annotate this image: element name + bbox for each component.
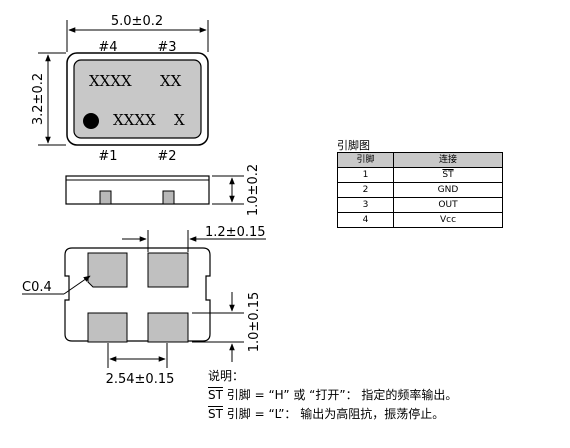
side-view: 1.0±0.2 — [65, 164, 261, 216]
side-height-dim-label: 1.0±0.2 — [246, 164, 261, 216]
st-signal-text: ST — [442, 169, 454, 180]
pin-label-1: #1 — [98, 149, 117, 164]
side-body — [65, 175, 210, 205]
pin-number-cell: 4 — [337, 212, 394, 228]
pin-table-title: 引脚图 — [337, 139, 370, 152]
notes-block: 说明： ST 引脚 = “H” 或 “打开”： 指定的频率输出。 ST 引脚 =… — [208, 367, 457, 424]
pin-table-header-pin: 引脚 — [337, 152, 394, 168]
pin-label-4: #4 — [98, 40, 117, 55]
note-line-2: ST 引脚 = “L”： 输出为高阻抗，振荡停止。 — [208, 405, 457, 424]
width-dim-label: 5.0±0.2 — [111, 14, 163, 29]
note-line-1-text: 引脚 = “H” 或 “打开”： 指定的频率输出。 — [222, 388, 458, 402]
marking-line1-right: XX — [160, 72, 182, 90]
pin-table-header-row: 引脚 连接 — [337, 152, 503, 168]
table-row: 2 GND — [337, 182, 503, 198]
marking-line1-left: XXXX — [89, 72, 132, 90]
pin-number-cell: 2 — [337, 182, 394, 198]
side-pad-left — [99, 190, 112, 205]
pin1-dot-marker — [83, 113, 99, 129]
table-row: 3 OUT — [337, 197, 503, 213]
pin-label-2: #2 — [157, 149, 176, 164]
bottom-pad-bottom-left — [87, 312, 128, 343]
bottom-view: 1.2±0.15 C0.4 1.0±0.15 2.54±0.15 — [22, 225, 266, 387]
chamfer-leader-arrow — [63, 275, 91, 295]
note-line-2-prefix: ST — [208, 407, 223, 421]
note-line-1-prefix: ST — [208, 388, 223, 402]
pin-number-cell: 3 — [337, 197, 394, 213]
bottom-pad-top-right — [147, 252, 189, 288]
pad-width-dim-label: 1.2±0.15 — [205, 225, 266, 240]
top-view: 5.0±0.2 3.2±0.2 #4 #3 #1 #2 XXXX XX XXXX… — [31, 14, 209, 164]
table-row: 1 ST — [337, 167, 503, 183]
marking-line2-left: XXXX — [113, 111, 156, 129]
pitch-dim-label: 2.54±0.15 — [106, 372, 175, 387]
marking-line2-right: X — [174, 111, 185, 129]
note-line-1: ST 引脚 = “H” 或 “打开”： 指定的频率输出。 — [208, 386, 457, 405]
table-row: 4 Vcc — [337, 212, 503, 228]
pin-connection-cell: Vcc — [393, 212, 503, 228]
pin-table: 引脚 连接 1 ST 2 GND 3 OUT 4 Vcc — [337, 152, 503, 228]
pin-connection-cell: OUT — [393, 197, 503, 213]
bottom-pad-1-chamfered — [87, 252, 128, 288]
pad-height-dim-label: 1.0±0.15 — [247, 292, 262, 353]
chamfer-label: C0.4 — [22, 280, 52, 295]
note-line-2-text: 引脚 = “L”： 输出为高阻抗，振荡停止。 — [222, 407, 445, 421]
height-dim-label: 3.2±0.2 — [31, 73, 46, 125]
pin-table-header-connection: 连接 — [393, 152, 503, 168]
notes-title: 说明： — [208, 369, 245, 383]
pin-connection-cell: ST — [393, 167, 503, 183]
pin-label-3: #3 — [157, 40, 176, 55]
pin-connection-cell: GND — [393, 182, 503, 198]
package-lid — [73, 59, 202, 139]
pin-number-cell: 1 — [337, 167, 394, 183]
bottom-pad-bottom-right — [147, 312, 189, 343]
side-pad-right — [162, 190, 175, 205]
